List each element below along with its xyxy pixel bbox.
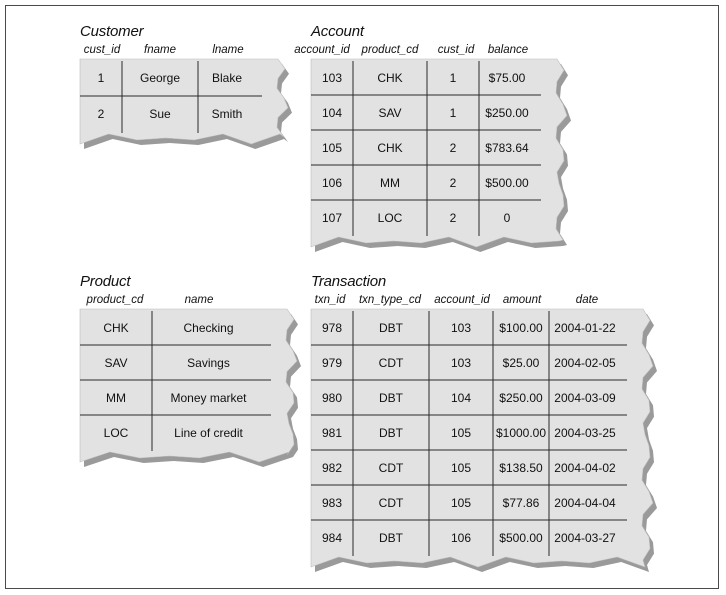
transaction-table-cell: 2004-03-09 bbox=[554, 390, 616, 405]
transaction-paper-sheet bbox=[310, 308, 654, 568]
transaction-table-cell: 104 bbox=[450, 390, 472, 405]
transaction-table-cell: $1000.00 bbox=[495, 425, 547, 440]
account-table-cell: 103 bbox=[321, 70, 343, 85]
transaction-table-cell: 983 bbox=[321, 495, 343, 510]
product-table-cell: CHK bbox=[103, 320, 129, 335]
transaction-table-cell: CDT bbox=[378, 355, 404, 370]
product-table-cell: Line of credit bbox=[174, 425, 243, 440]
customer-table-cell: 2 bbox=[97, 107, 105, 121]
transaction-table-cell: 979 bbox=[321, 355, 343, 370]
product-column-header: product_cd bbox=[86, 294, 144, 306]
transaction-table-cell: $138.50 bbox=[499, 460, 543, 475]
account-column-header: product_cd bbox=[361, 44, 419, 56]
customer-column-header: fname bbox=[144, 44, 176, 56]
customer-column-header: cust_id bbox=[83, 44, 121, 56]
transaction-column-header: account_id bbox=[434, 294, 490, 306]
transaction-table-cell: 2004-04-02 bbox=[554, 460, 616, 475]
account-table-cell: MM bbox=[380, 175, 400, 190]
transaction-table-cell: 981 bbox=[321, 425, 343, 440]
account-table-cell: 107 bbox=[321, 210, 343, 225]
transaction-table-cell: 106 bbox=[450, 530, 472, 545]
account-table-cell: 106 bbox=[321, 175, 343, 190]
customer-table-cell: Smith bbox=[211, 107, 243, 121]
account-table-cell: $75.00 bbox=[488, 70, 526, 85]
transaction-table-cell: 980 bbox=[321, 390, 343, 405]
product-column-header: name bbox=[184, 294, 214, 306]
transaction-table-cell: 105 bbox=[450, 495, 472, 510]
account-column-header: account_id bbox=[294, 44, 350, 56]
customer-table-cell: George bbox=[139, 71, 181, 85]
customer-table-title: Customer bbox=[80, 23, 144, 40]
product-table-cell: LOC bbox=[103, 425, 129, 440]
account-table-title: Account bbox=[311, 23, 364, 40]
customer-table-cell: Sue bbox=[149, 107, 171, 121]
customer-paper bbox=[79, 58, 292, 149]
transaction-table-cell: 2004-03-25 bbox=[554, 425, 616, 440]
transaction-table-cell: $250.00 bbox=[499, 390, 543, 405]
account-table-cell: $250.00 bbox=[485, 105, 529, 120]
transaction-table-cell: 982 bbox=[321, 460, 343, 475]
account-paper bbox=[310, 58, 571, 252]
transaction-table-cell: DBT bbox=[379, 320, 403, 335]
product-paper bbox=[79, 308, 301, 467]
transaction-table-cell: 105 bbox=[450, 425, 472, 440]
account-table-cell: 1 bbox=[449, 105, 457, 120]
account-table-cell: 2 bbox=[449, 210, 457, 225]
product-table-cell: Checking bbox=[183, 320, 234, 335]
transaction-table-cell: $25.00 bbox=[502, 355, 540, 370]
transaction-table-cell: DBT bbox=[379, 390, 403, 405]
account-table-cell: SAV bbox=[378, 105, 402, 120]
customer-paper-sheet bbox=[79, 58, 289, 145]
customer-table-cell: 1 bbox=[97, 71, 105, 85]
transaction-table-cell: 2004-02-05 bbox=[554, 355, 616, 370]
transaction-paper bbox=[310, 308, 657, 572]
customer-table-cell: Blake bbox=[211, 71, 243, 85]
transaction-table-cell: $77.86 bbox=[502, 495, 540, 510]
transaction-column-header: txn_id bbox=[314, 294, 346, 306]
transaction-column-header: amount bbox=[502, 294, 542, 306]
transaction-table-cell: CDT bbox=[378, 460, 404, 475]
transaction-table-cell: 2004-01-22 bbox=[554, 320, 616, 335]
account-table-cell: CHK bbox=[377, 70, 403, 85]
account-table-cell: 1 bbox=[449, 70, 457, 85]
transaction-table-cell: 103 bbox=[450, 355, 472, 370]
transaction-table-cell: CDT bbox=[378, 495, 404, 510]
account-table-cell: 2 bbox=[449, 175, 457, 190]
product-table-cell: Money market bbox=[170, 390, 247, 405]
product-table-title: Product bbox=[80, 273, 131, 290]
product-table-cell: MM bbox=[106, 390, 126, 405]
account-table-cell: 2 bbox=[449, 140, 457, 155]
transaction-table-cell: DBT bbox=[379, 530, 403, 545]
transaction-table-cell: 978 bbox=[321, 320, 343, 335]
product-paper-sheet bbox=[79, 308, 298, 463]
account-column-header: balance bbox=[487, 44, 529, 56]
account-table-cell: 104 bbox=[321, 105, 343, 120]
account-table-cell: CHK bbox=[377, 140, 403, 155]
transaction-table-cell: DBT bbox=[379, 425, 403, 440]
account-table-cell: 105 bbox=[321, 140, 343, 155]
account-column-header: cust_id bbox=[437, 44, 475, 56]
transaction-table-cell: $500.00 bbox=[499, 530, 543, 545]
transaction-table-cell: 2004-04-04 bbox=[554, 495, 616, 510]
transaction-table-cell: 984 bbox=[321, 530, 343, 545]
transaction-column-header: txn_type_cd bbox=[358, 294, 421, 306]
transaction-table-title: Transaction bbox=[311, 273, 387, 290]
account-table-cell: 0 bbox=[503, 210, 511, 225]
transaction-table-cell: 2004-03-27 bbox=[554, 530, 616, 545]
transaction-table-cell: $100.00 bbox=[499, 320, 543, 335]
transaction-table-cell: 103 bbox=[450, 320, 472, 335]
account-table-cell: $500.00 bbox=[485, 175, 529, 190]
diagram-frame bbox=[5, 5, 719, 589]
transaction-column-header: date bbox=[575, 294, 599, 306]
product-table-cell: SAV bbox=[104, 355, 128, 370]
account-table-cell: $783.64 bbox=[485, 140, 529, 155]
product-table-cell: Savings bbox=[187, 355, 230, 370]
customer-column-header: lname bbox=[212, 44, 244, 56]
transaction-table-cell: 105 bbox=[450, 460, 472, 475]
account-table-cell: LOC bbox=[377, 210, 403, 225]
